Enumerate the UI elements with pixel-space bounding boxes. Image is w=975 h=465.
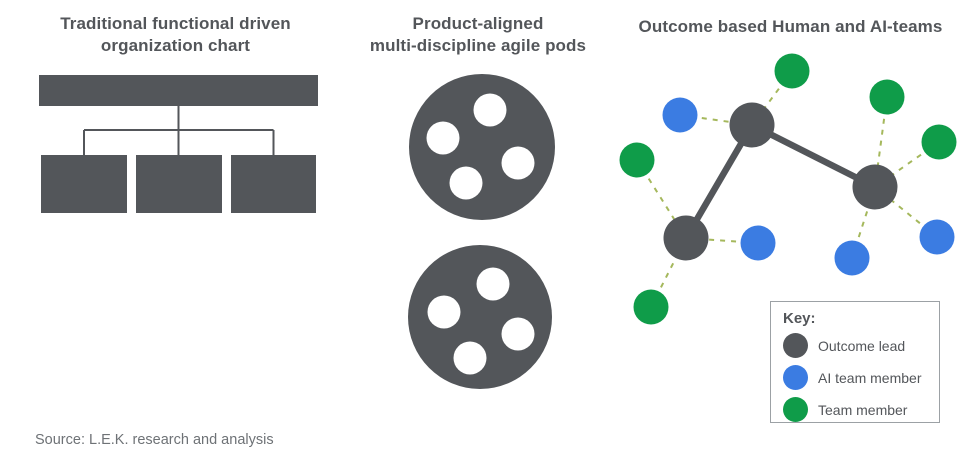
pod-circle (408, 245, 552, 389)
pod-member-circle-4 (453, 341, 487, 375)
edge-lead-1-lead-2 (750, 122, 877, 190)
org-box-2 (136, 155, 222, 213)
node-blue-3-ai-team-member (834, 240, 870, 276)
node-blue-1-ai-team-member (662, 97, 698, 133)
node-green-2-team-member (869, 79, 905, 115)
team-member-swatch-icon (783, 397, 808, 422)
org-top-bar (39, 75, 318, 106)
node-blue-2-ai-team-member (740, 225, 776, 261)
pod-member-circle-3 (501, 317, 535, 351)
ai-team-member-swatch-icon (783, 365, 808, 390)
key-item-ai-team-member-label: AI team member (818, 369, 922, 386)
node-blue-4-ai-team-member (919, 219, 955, 255)
panel-title-network: Outcome based Human and AI-teams (608, 16, 973, 38)
org-chart-graphic (39, 75, 318, 213)
node-green-3-team-member (921, 124, 957, 160)
panel-title-agile-pods-line2: multi-discipline agile pods (369, 36, 587, 56)
panel-title-network-text: Outcome based Human and AI-teams (638, 17, 943, 36)
node-lead-1-outcome-lead (729, 102, 775, 148)
pod-member-circle-1 (476, 267, 510, 301)
outcome-lead-swatch-icon (783, 333, 808, 358)
node-lead-2-outcome-lead (852, 164, 898, 210)
agile-pod-1 (409, 74, 555, 220)
key-item-team-member: Team member (783, 397, 927, 422)
node-green-5-team-member (633, 289, 669, 325)
panel-title-agile-pods: Product-aligned multi-discipline agile p… (343, 13, 613, 58)
source-note: Source: L.E.K. research and analysis (35, 432, 274, 448)
pod-member-circle-3 (501, 146, 535, 180)
key-item-outcome-lead: Outcome lead (783, 333, 927, 358)
agile-pod-2 (408, 245, 552, 389)
key-item-team-member-label: Team member (818, 401, 908, 418)
key-legend: Key: Outcome lead AI team member Team me… (770, 301, 940, 423)
node-green-1-team-member (774, 53, 810, 89)
panel-title-org-chart-line2: organization chart (100, 36, 251, 56)
panel-title-org-chart-line1: Traditional functional driven (60, 14, 291, 33)
panel-title-org-chart: Traditional functional driven organizati… (28, 13, 323, 58)
pod-member-circle-4 (449, 166, 483, 200)
network-nodes (619, 53, 957, 325)
key-item-outcome-lead-label: Outcome lead (818, 337, 906, 354)
org-box-3 (231, 155, 316, 213)
pod-member-circle-2 (427, 295, 461, 329)
key-item-ai-team-member: AI team member (783, 365, 927, 390)
org-box-1 (41, 155, 127, 213)
pod-circle (409, 74, 555, 220)
key-legend-title: Key: (783, 310, 816, 327)
pod-member-circle-2 (426, 121, 460, 155)
panel-title-agile-pods-line1: Product-aligned (412, 14, 544, 33)
pod-member-circle-1 (473, 93, 507, 127)
node-green-4-team-member (619, 142, 655, 178)
node-lead-3-outcome-lead (663, 215, 709, 261)
